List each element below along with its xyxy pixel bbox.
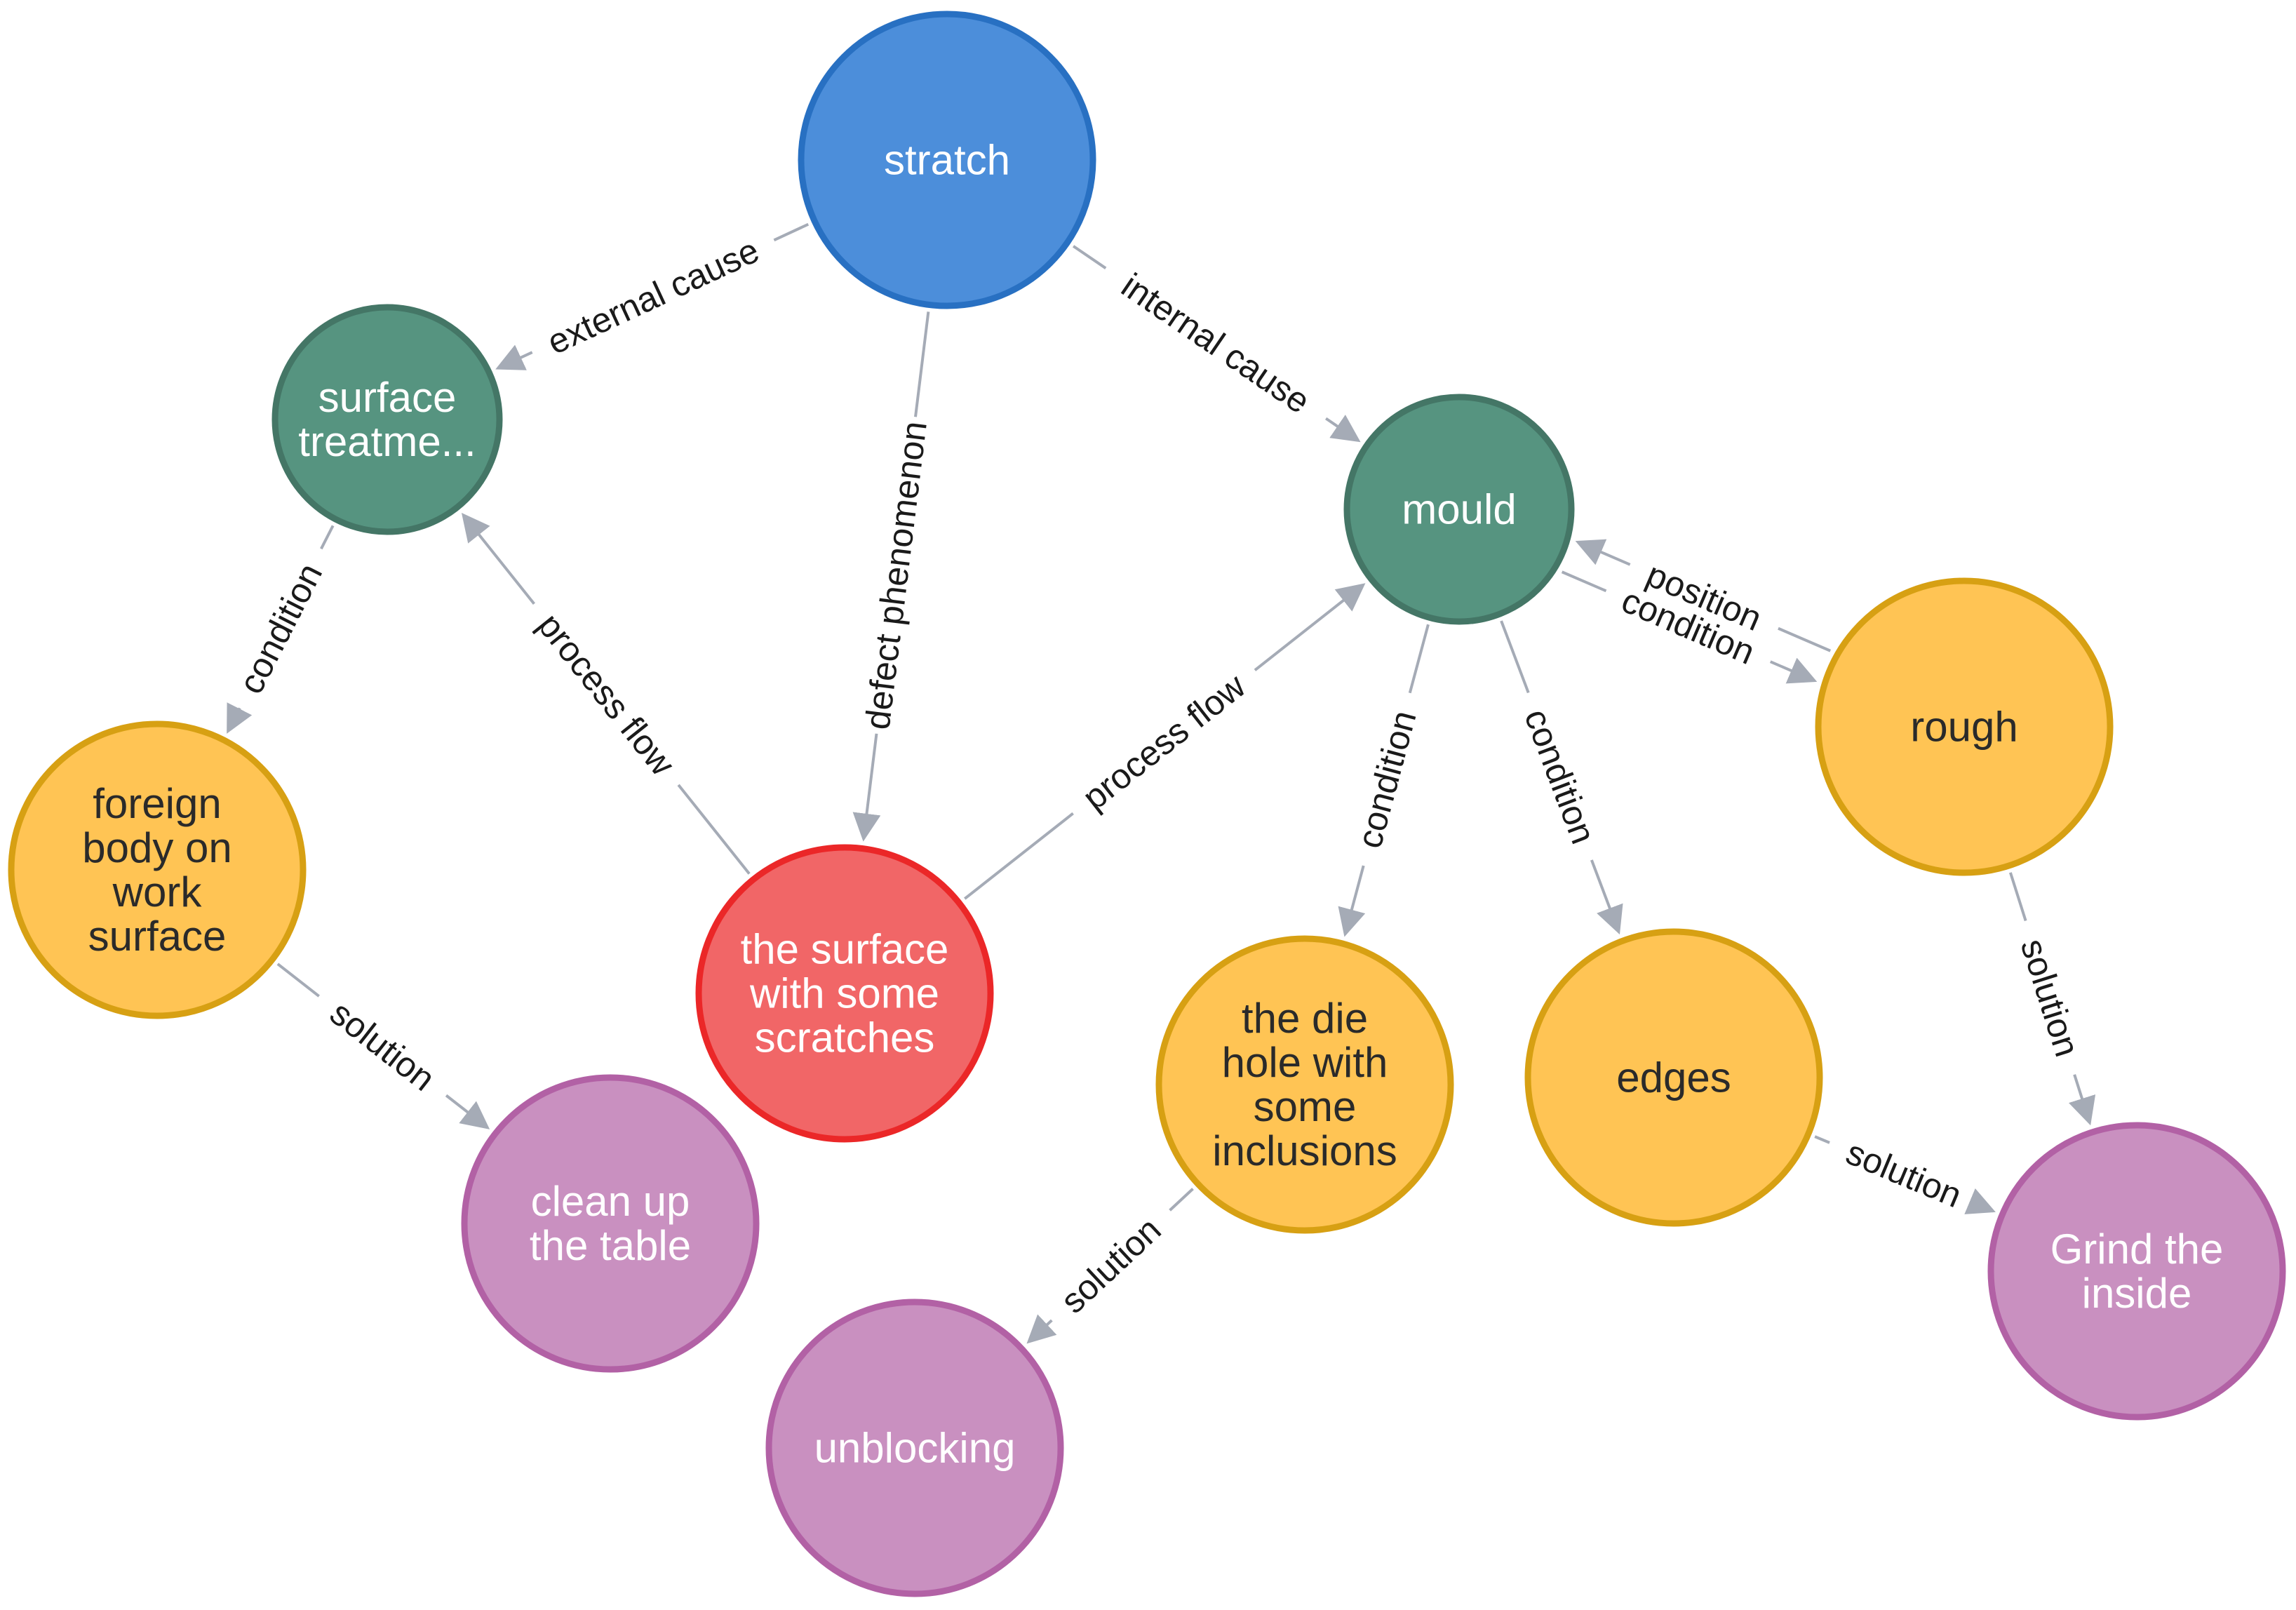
edge-stratch-surface-scratches: defect phenomenon <box>852 311 934 842</box>
node-label-line: inclusions <box>1212 1127 1397 1174</box>
edge-label: defect phenomenon <box>857 419 934 732</box>
edge-label: process flow <box>530 606 683 784</box>
edge-line <box>2008 872 2027 922</box>
node-circle[interactable] <box>1524 928 1823 1227</box>
edge-label: condition <box>231 557 330 700</box>
node-label-line: body on <box>82 824 232 871</box>
edge-mould-die-hole: condition <box>1338 624 1430 937</box>
edge-surface-scratches-mould: process flow <box>964 583 1366 900</box>
edge-arrow-line <box>1575 539 1631 566</box>
nodes-layer: stratchsurfacetreatme...mouldforeignbody… <box>8 11 2286 1597</box>
edge-label: solution <box>2013 934 2087 1061</box>
node-circle[interactable] <box>765 1299 1064 1597</box>
node-label-line: surface <box>318 374 457 421</box>
node-circle[interactable] <box>271 304 503 535</box>
node-circle[interactable] <box>1343 394 1575 625</box>
edge-label: condition <box>1517 704 1603 849</box>
edge-label: external cause <box>542 230 765 362</box>
node-circle[interactable] <box>1155 935 1454 1234</box>
node-label-line: rough <box>1910 704 2018 751</box>
node-label-line: the die <box>1242 995 1368 1042</box>
edge-label: solution <box>323 993 442 1099</box>
edge-arrow-line <box>1769 657 1818 684</box>
edge-line <box>1169 1188 1194 1212</box>
edge-line <box>1814 1135 1830 1144</box>
edge-stratch-mould: internal cause <box>1072 245 1361 443</box>
edge-line <box>1561 570 1607 593</box>
node-circle[interactable] <box>1987 1122 2286 1421</box>
node-label-line: some <box>1254 1083 1357 1130</box>
node-label-line: clean up <box>531 1178 690 1225</box>
edge-arrow-line <box>1325 415 1361 443</box>
edge-label: condition <box>1350 706 1424 852</box>
edge-label: solution <box>1841 1132 1968 1215</box>
edge-line <box>677 784 751 875</box>
edge-arrow-line <box>227 702 253 734</box>
edge-arrow-line <box>1338 865 1366 937</box>
node-label-line: edges <box>1616 1054 1731 1101</box>
node-label-line: mould <box>1402 486 1516 533</box>
node-label-line: surface <box>88 913 227 960</box>
node-surface-treatment[interactable]: surfacetreatme... <box>271 304 503 535</box>
edge-line <box>1500 620 1530 694</box>
edge-arrow-line <box>1590 859 1623 935</box>
node-label-line: scratches <box>755 1014 935 1061</box>
edge-arrow-line <box>1964 1188 1996 1214</box>
node-rough[interactable]: rough <box>1815 577 2114 876</box>
edge-arrow-line <box>461 512 536 605</box>
node-mould[interactable]: mould <box>1343 394 1575 625</box>
node-unblocking[interactable]: unblocking <box>765 1299 1064 1597</box>
edge-arrow-line <box>1254 583 1366 671</box>
node-label-line: treatme... <box>298 418 476 465</box>
node-label-line: hole with <box>1222 1039 1388 1086</box>
edge-arrow-line <box>852 733 881 842</box>
edge-line <box>773 222 810 242</box>
node-circle[interactable] <box>1815 577 2114 876</box>
edge-foreign-body-clean-table: solution <box>276 962 490 1129</box>
edge-line <box>276 962 320 998</box>
edge-label: internal cause <box>1115 266 1317 422</box>
edge-arrow-line <box>495 344 533 370</box>
edge-die-hole-unblocking: solution <box>1026 1188 1194 1344</box>
edge-line <box>914 311 930 417</box>
edge-line <box>1072 245 1107 269</box>
node-edges[interactable]: edges <box>1524 928 1823 1227</box>
edge-line <box>1778 626 1832 652</box>
edge-surface-scratches-surface-treatment: process flow <box>461 512 751 875</box>
node-circle[interactable] <box>798 11 1096 309</box>
edge-edges-grind-inside: solution <box>1814 1132 1996 1215</box>
node-label-line: the table <box>530 1222 691 1269</box>
edge-rough-grind-inside: solution <box>2008 872 2096 1126</box>
node-label-line: stratch <box>884 137 1010 184</box>
node-label-line: work <box>112 868 203 915</box>
node-label-line: with some <box>749 970 939 1017</box>
edge-arrow-line <box>445 1094 490 1129</box>
edge-mould-edges: condition <box>1500 620 1623 935</box>
node-circle[interactable] <box>695 844 994 1143</box>
edge-stratch-surface-treatment: external cause <box>495 222 810 370</box>
edge-label: process flow <box>1075 666 1254 817</box>
node-circle[interactable] <box>461 1074 760 1373</box>
edge-surface-treatment-foreign-body: condition <box>227 525 335 734</box>
edge-label: solution <box>1053 1209 1168 1320</box>
node-label-line: inside <box>2082 1270 2192 1317</box>
node-label-line: foreign <box>93 780 221 827</box>
node-label-line: unblocking <box>814 1425 1016 1472</box>
node-label-line: Grind the <box>2050 1226 2224 1273</box>
edge-line <box>320 525 335 550</box>
edge-line <box>964 812 1074 900</box>
node-stratch[interactable]: stratch <box>798 11 1096 309</box>
edge-arrow-line <box>1026 1314 1057 1344</box>
node-label-line: the surface <box>741 926 949 973</box>
edge-arrow-line <box>2068 1074 2096 1126</box>
edge-line <box>1408 624 1430 694</box>
node-circle[interactable] <box>8 720 307 1019</box>
